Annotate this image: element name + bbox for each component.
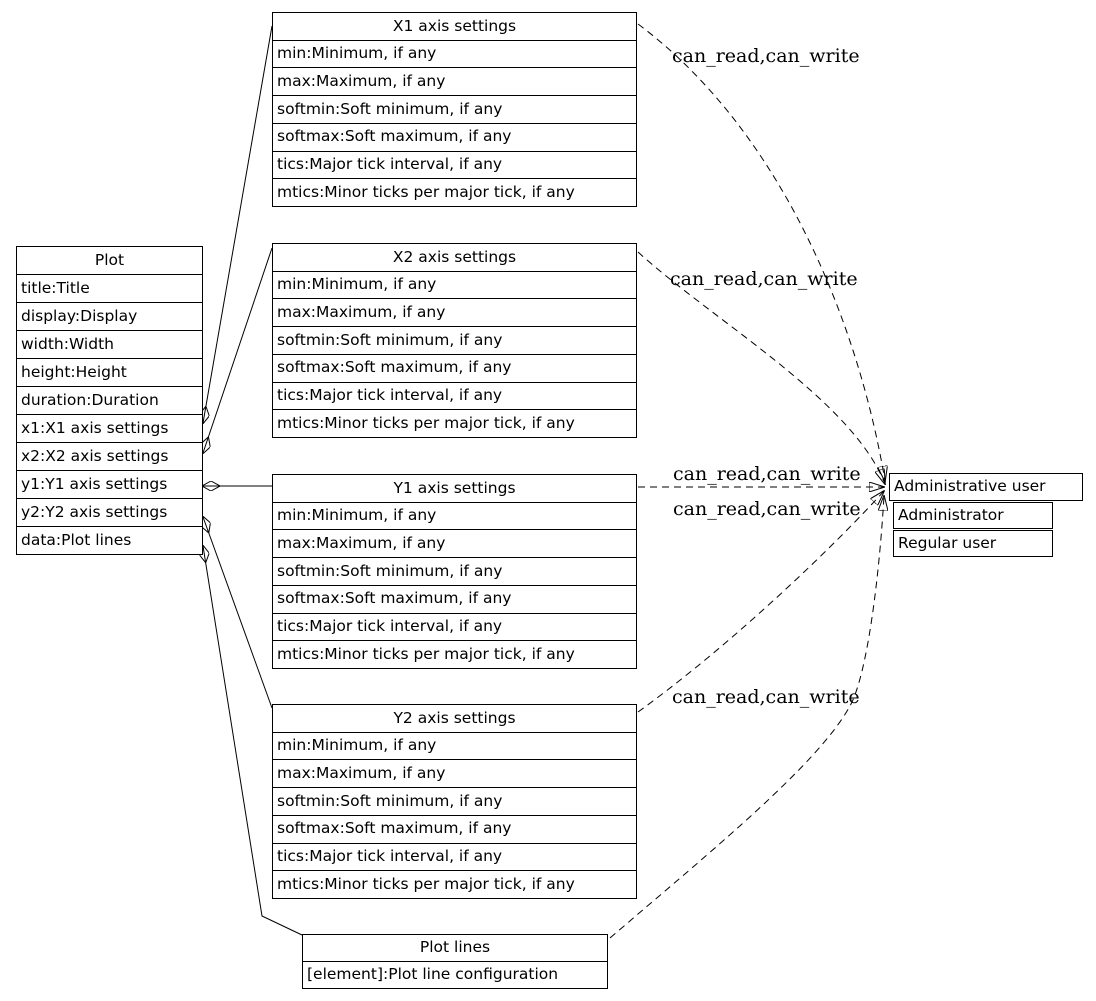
node-y2-axis-title: Y2 axis settings — [393, 708, 516, 727]
table-row: [element]:Plot line configuration — [303, 961, 607, 988]
table-row: x2:X2 axis settings — [17, 442, 202, 470]
edge-plot-to-x2-axis — [203, 247, 273, 453]
table-row: y2:Y2 axis settings — [17, 498, 202, 526]
table-row: tics:Major tick interval, if any — [273, 150, 636, 179]
node-x2-axis-title: X2 axis settings — [392, 247, 517, 266]
table-row: min:Minimum, if any — [273, 501, 636, 530]
edge-label: can_read,can_write — [673, 463, 861, 485]
edge-label: can_read,can_write — [672, 45, 860, 67]
edge-label: can_read,can_write — [673, 498, 861, 520]
edge-plot-to-y2-axis — [203, 517, 273, 709]
node-y1-axis-title: Y1 axis settings — [393, 478, 516, 497]
table-row: min:Minimum, if any — [273, 731, 636, 760]
node-user-regular-user: Regular user — [893, 530, 1053, 557]
table-row: y1:Y1 axis settings — [17, 470, 202, 498]
node-plot-title: Plot — [94, 250, 125, 269]
table-row: width:Width — [17, 330, 202, 358]
table-row: tics:Major tick interval, if any — [273, 842, 636, 871]
node-plot-lines-title: Plot lines — [419, 938, 491, 957]
user-label: Regular user — [898, 533, 997, 552]
node-user-administrative-user: Administrative user — [889, 473, 1083, 501]
edge-x1-axis-to-admin-user — [637, 23, 885, 481]
table-row: softmax:Soft maximum, if any — [273, 814, 636, 843]
table-row: mtics:Minor ticks per major tick, if any — [273, 409, 636, 437]
table-row: max:Maximum, if any — [273, 298, 636, 326]
user-label: Administrator — [898, 505, 1004, 524]
edge-plot-to-plot-lines — [203, 546, 303, 936]
edge-label: can_read,can_write — [672, 686, 860, 708]
table-row: mtics:Minor ticks per major tick, if any — [273, 870, 636, 898]
node-x1-axis-title: X1 axis settings — [392, 16, 517, 35]
edge-label: can_read,can_write — [670, 268, 858, 290]
table-row: softmax:Soft maximum, if any — [273, 584, 636, 613]
node-plot-lines: Plot lines [element]:Plot line configura… — [302, 934, 608, 989]
table-row: x1:X1 axis settings — [17, 414, 202, 442]
table-row: tics:Major tick interval, if any — [273, 381, 636, 410]
edge-y2-axis-to-admin-user — [637, 491, 884, 713]
user-label: Administrative user — [894, 477, 1046, 496]
table-row: min:Minimum, if any — [273, 270, 636, 299]
table-row: duration:Duration — [17, 386, 202, 414]
node-user-administrator: Administrator — [893, 502, 1053, 529]
table-row: max:Maximum, if any — [273, 529, 636, 557]
table-row: softmax:Soft maximum, if any — [273, 353, 636, 382]
edge-x2-axis-to-admin-user — [637, 251, 885, 484]
table-row: title:Title — [17, 274, 202, 302]
table-row: softmin:Soft minimum, if any — [273, 326, 636, 354]
table-row: softmin:Soft minimum, if any — [273, 787, 636, 815]
edge-plot-lines-to-admin-user — [609, 496, 884, 939]
table-row: mtics:Minor ticks per major tick, if any — [273, 640, 636, 668]
table-row: max:Maximum, if any — [273, 67, 636, 95]
table-row: display:Display — [17, 302, 202, 330]
table-row: softmin:Soft minimum, if any — [273, 557, 636, 585]
table-row: height:Height — [17, 358, 202, 386]
table-row: tics:Major tick interval, if any — [273, 612, 636, 641]
table-row: data:Plot lines — [17, 526, 202, 554]
table-row: softmin:Soft minimum, if any — [273, 95, 636, 123]
edge-plot-to-x1-axis — [203, 25, 273, 423]
table-row: min:Minimum, if any — [273, 39, 636, 68]
table-row: mtics:Minor ticks per major tick, if any — [273, 178, 636, 206]
table-row: softmax:Soft maximum, if any — [273, 122, 636, 151]
table-row: max:Maximum, if any — [273, 759, 636, 787]
